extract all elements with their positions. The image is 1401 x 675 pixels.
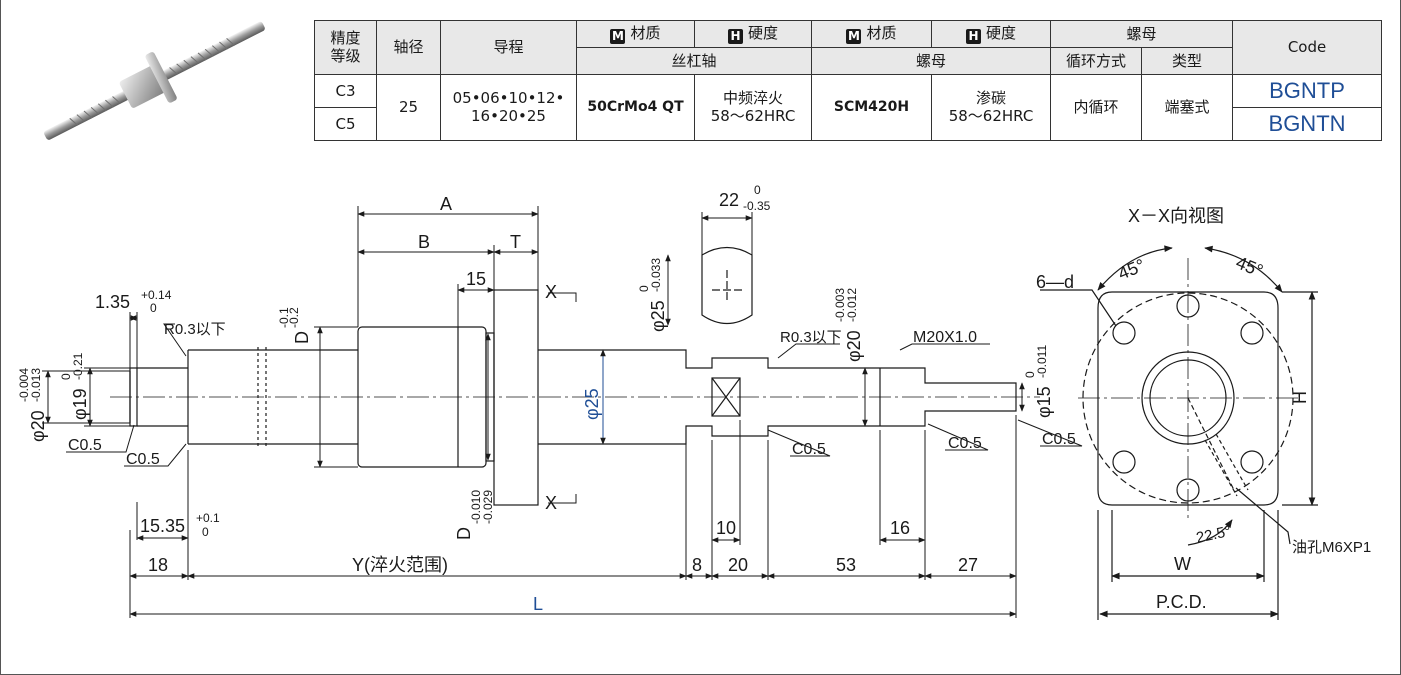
dim-20: 20 bbox=[728, 555, 748, 575]
type-value: 端塞式 bbox=[1140, 73, 1234, 142]
dim-w: W bbox=[1174, 554, 1191, 574]
hardness-mark-icon: H bbox=[965, 28, 981, 44]
dim-l: L bbox=[533, 594, 543, 614]
code-c5-link[interactable]: BGNTN bbox=[1232, 106, 1383, 142]
svg-text:0: 0 bbox=[637, 285, 651, 292]
svg-text:-0.1: -0.1 bbox=[277, 307, 291, 328]
dim-phi19: φ19 bbox=[70, 388, 90, 420]
grade-c5: C5 bbox=[314, 106, 377, 142]
svg-text:-0.033: -0.033 bbox=[649, 258, 663, 292]
end-view: X－X向视图 45° 45° 6—d W P.C.D. 22.5° 油孔M6XP… bbox=[1036, 206, 1371, 620]
header-accuracy-grade: 精度 等级 bbox=[314, 20, 377, 75]
svg-text:0: 0 bbox=[202, 525, 209, 539]
svg-text:-0.029: -0.029 bbox=[481, 490, 495, 524]
dim-t: T bbox=[510, 232, 521, 252]
dim-phi15: φ15 bbox=[1034, 386, 1054, 418]
header-nut-group: 螺母 bbox=[1049, 20, 1234, 48]
dim-b: B bbox=[418, 232, 430, 252]
header-screw-shaft-group: 丝杠轴 bbox=[576, 46, 812, 75]
chamfer-e: C0.5 bbox=[1042, 431, 1076, 448]
svg-text:0: 0 bbox=[1023, 371, 1037, 378]
view-title: X－X向视图 bbox=[1128, 206, 1224, 226]
dim-18: 18 bbox=[148, 555, 168, 575]
chamfer-c: C0.5 bbox=[792, 441, 826, 458]
lead-value: 05•06•10•12•16•20•25 bbox=[440, 73, 577, 142]
dim-phi20-right: φ20 bbox=[844, 330, 864, 362]
header-lead: 导程 bbox=[440, 20, 577, 75]
dim-d-top: D bbox=[292, 331, 312, 344]
chamfer-a: C0.5 bbox=[68, 437, 102, 454]
dim-53: 53 bbox=[836, 555, 856, 575]
dim-phi25: φ25 bbox=[582, 388, 602, 420]
dim-8: 8 bbox=[692, 555, 702, 575]
svg-text:+0.1: +0.1 bbox=[196, 511, 220, 525]
svg-text:-0.003: -0.003 bbox=[833, 288, 847, 322]
chamfer-d: C0.5 bbox=[948, 435, 982, 452]
svg-text:-0.35: -0.35 bbox=[743, 199, 771, 213]
shaft-diameter-value: 25 bbox=[376, 73, 441, 142]
dim-15-35: 15.35 bbox=[140, 516, 185, 536]
svg-text:-0.010: -0.010 bbox=[469, 490, 483, 524]
dim-22: 22 bbox=[719, 190, 739, 210]
material-mark-icon: M bbox=[610, 28, 626, 44]
svg-text:-0.004: -0.004 bbox=[17, 368, 31, 402]
dim-16: 16 bbox=[890, 518, 910, 538]
dim-pcd: P.C.D. bbox=[1156, 592, 1207, 612]
oil-hole: 油孔M6XP1 bbox=[1292, 539, 1371, 556]
angle-right: 45° bbox=[1233, 252, 1266, 281]
shaft-outline bbox=[110, 246, 1040, 506]
svg-text:0: 0 bbox=[59, 373, 73, 380]
shaft-material-value: 50CrMo4 QT bbox=[576, 73, 695, 142]
dim-phi25-flat: φ25 bbox=[648, 300, 668, 332]
header-code: Code bbox=[1232, 20, 1383, 75]
section-x-top: X bbox=[545, 282, 557, 302]
svg-text:-0.012: -0.012 bbox=[845, 288, 859, 322]
product-photo bbox=[44, 21, 265, 140]
technical-drawing: A B T X X 15 1.35 +0.14 0 R0.3以下 R0.3以下 … bbox=[17, 183, 1371, 620]
circulation-value: 内循环 bbox=[1050, 73, 1142, 142]
dim-phi20-left: φ20 bbox=[28, 410, 48, 442]
radius-left: R0.3以下 bbox=[164, 321, 226, 338]
angle-left: 45° bbox=[1115, 255, 1148, 284]
header-shaft-diameter: 轴径 bbox=[376, 20, 441, 75]
dim-y: Y(淬火范围) bbox=[352, 555, 448, 575]
radius-right: R0.3以下 bbox=[780, 329, 842, 346]
dim-d-bottom: D bbox=[454, 527, 474, 540]
angle-22-5: 22.5° bbox=[1195, 523, 1233, 547]
dimension-labels: A B T X X 15 1.35 +0.14 0 R0.3以下 R0.3以下 … bbox=[17, 183, 1076, 614]
thread-m20: M20X1.0 bbox=[913, 329, 977, 346]
dimension-lines bbox=[42, 206, 1083, 618]
dim-27: 27 bbox=[958, 555, 978, 575]
dim-a: A bbox=[440, 194, 452, 214]
dim-1-35: 1.35 bbox=[95, 292, 130, 312]
holes-6d: 6—d bbox=[1036, 272, 1074, 292]
svg-text:+0.14: +0.14 bbox=[141, 288, 172, 302]
svg-text:-0.013: -0.013 bbox=[29, 368, 43, 402]
section-x-bottom: X bbox=[545, 493, 557, 513]
grade-c3: C3 bbox=[314, 73, 377, 108]
dim-h: H bbox=[1290, 391, 1310, 404]
chamfer-b: C0.5 bbox=[126, 451, 160, 468]
nut-material-value: SCM420H bbox=[811, 73, 932, 142]
material-mark-icon: M bbox=[846, 28, 862, 44]
svg-text:-0.2: -0.2 bbox=[287, 307, 301, 328]
header-type: 类型 bbox=[1140, 46, 1234, 75]
header-circulation: 循环方式 bbox=[1050, 46, 1142, 75]
header-nut-subgroup: 螺母 bbox=[811, 46, 1051, 75]
svg-text:0: 0 bbox=[754, 183, 761, 197]
hardness-mark-icon: H bbox=[727, 28, 743, 44]
dim-10: 10 bbox=[716, 518, 736, 538]
dim-15: 15 bbox=[466, 269, 486, 289]
svg-text:-0.21: -0.21 bbox=[71, 352, 85, 380]
svg-text:-0.011: -0.011 bbox=[1035, 345, 1049, 378]
code-c3-link[interactable]: BGNTP bbox=[1232, 73, 1383, 108]
svg-text:0: 0 bbox=[150, 301, 157, 315]
